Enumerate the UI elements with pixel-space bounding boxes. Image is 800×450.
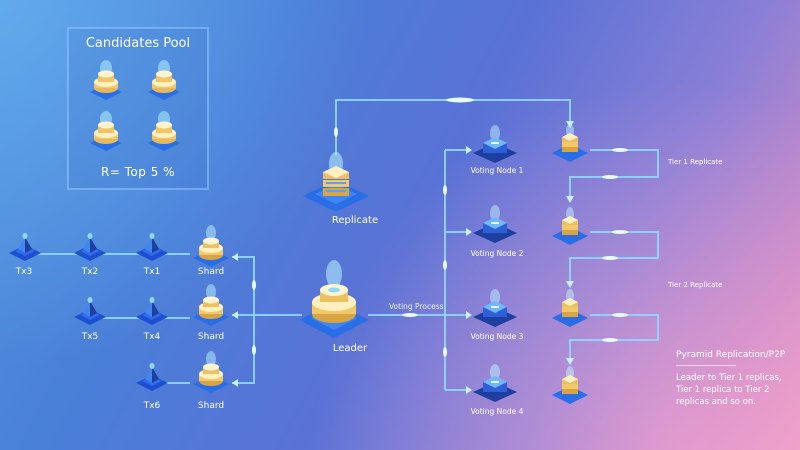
voting-process-label: Voting Process — [389, 302, 444, 311]
shard-label: Shard — [197, 267, 225, 277]
tier-replica-server — [550, 365, 590, 409]
candidates-pool-title: Candidates Pool — [85, 36, 191, 51]
candidates-pool-panel: Candidates Pool R= Top 5 % — [67, 27, 209, 190]
connector-tier-chain-2 — [569, 231, 659, 285]
leader-cake-icon — [299, 260, 369, 338]
candidates-pool-footer: R= Top 5 % — [100, 165, 176, 179]
info-text: Leader to Tier 1 replicas, Tier 1 replic… — [676, 373, 782, 407]
arrowhead — [466, 386, 472, 394]
flow-pulse — [602, 256, 618, 260]
shard-cake-icon — [193, 225, 229, 267]
pyramid-icon — [74, 297, 106, 325]
shard-label: Shard — [197, 332, 225, 342]
shard-cake-icon — [193, 351, 229, 393]
voting-node-2 — [471, 205, 519, 249]
arrowhead — [466, 311, 472, 319]
pyramid-icon — [136, 297, 168, 325]
tx2-label: Tx2 — [81, 267, 99, 277]
voting-box-icon — [473, 125, 517, 163]
tx4-label: Tx4 — [143, 332, 161, 342]
shard-cake-icon — [193, 284, 229, 326]
tx-node — [134, 359, 170, 397]
flow-pulse — [602, 338, 618, 342]
candidate-cake-icon — [146, 58, 182, 106]
tier1-replicate-label: Tier 1 Replicate — [668, 158, 723, 166]
voting-node-3-label: Voting Node 3 — [470, 332, 524, 341]
leader-label: Leader — [332, 343, 368, 354]
arrowhead — [566, 281, 574, 288]
tx-node — [7, 229, 43, 267]
flow-pulse — [252, 345, 256, 355]
voting-box-icon — [473, 364, 517, 402]
flow-pulse — [612, 313, 628, 317]
shard-node — [191, 283, 231, 331]
tx5-label: Tx5 — [81, 332, 99, 342]
voting-box-icon — [473, 205, 517, 243]
tier-replica-server — [550, 288, 590, 332]
tx-node — [134, 229, 170, 267]
server-stack-icon — [552, 207, 588, 245]
flow-pulse — [443, 347, 447, 357]
voting-node-2-label: Voting Node 2 — [470, 249, 524, 258]
info-title: Pyramid Replication/P2P — [676, 350, 786, 360]
info-divider — [676, 365, 736, 366]
server-stack-icon — [552, 124, 588, 162]
server-stack-icon — [303, 152, 369, 212]
voting-node-4-label: Voting Node 4 — [470, 407, 524, 416]
flow-pulse — [612, 230, 628, 234]
arrowhead — [466, 228, 472, 236]
arrowhead — [232, 311, 238, 319]
server-stack-icon — [552, 289, 588, 327]
connector-tier-chain-3 — [569, 314, 659, 362]
connector-tier-chain-1 — [569, 149, 659, 200]
candidate-cake-icon — [88, 58, 124, 106]
tx-node — [72, 229, 108, 267]
tx6-label: Tx6 — [143, 401, 161, 411]
pyramid-icon — [9, 233, 41, 261]
arrowhead — [566, 196, 574, 203]
connector-leader-to-shards — [232, 256, 302, 384]
server-stack-icon — [552, 366, 588, 404]
arrowhead — [232, 379, 238, 387]
candidate-cake-icon — [88, 109, 124, 157]
arrowhead — [566, 358, 574, 365]
voting-box-icon — [473, 289, 517, 327]
pyramid-icon — [136, 233, 168, 261]
arrowhead — [466, 146, 472, 154]
flow-pulse — [612, 148, 628, 152]
voting-node-3 — [471, 289, 519, 333]
voting-node-1 — [471, 125, 519, 169]
tx3-label: Tx3 — [15, 267, 33, 277]
candidate-cake-icon — [146, 109, 182, 157]
tx-node — [134, 293, 170, 331]
pyramid-icon — [136, 363, 168, 391]
voting-node-1-label: Voting Node 1 — [470, 166, 524, 175]
tx-node — [72, 293, 108, 331]
connector-replicate-to-tier1 — [335, 99, 571, 155]
tier-replica-server — [550, 206, 590, 250]
shard-node — [191, 350, 231, 398]
shard-node — [191, 224, 231, 272]
flow-pulse — [443, 260, 447, 270]
tx1-label: Tx1 — [143, 267, 161, 277]
replicate-node — [301, 150, 371, 216]
flow-pulse — [334, 127, 338, 137]
flow-pulse — [443, 185, 447, 195]
arrowhead — [232, 253, 238, 261]
flow-pulse — [402, 313, 418, 317]
pyramid-icon — [74, 233, 106, 261]
flow-pulse — [446, 97, 474, 103]
leader-node — [297, 258, 371, 342]
flow-pulse — [602, 175, 618, 179]
voting-node-4 — [471, 364, 519, 408]
replicate-label: Replicate — [331, 215, 379, 226]
tier-replica-server — [550, 123, 590, 167]
tier2-replicate-label: Tier 2 Replicate — [668, 281, 723, 289]
shard-label: Shard — [197, 401, 225, 411]
flow-pulse — [252, 280, 256, 290]
